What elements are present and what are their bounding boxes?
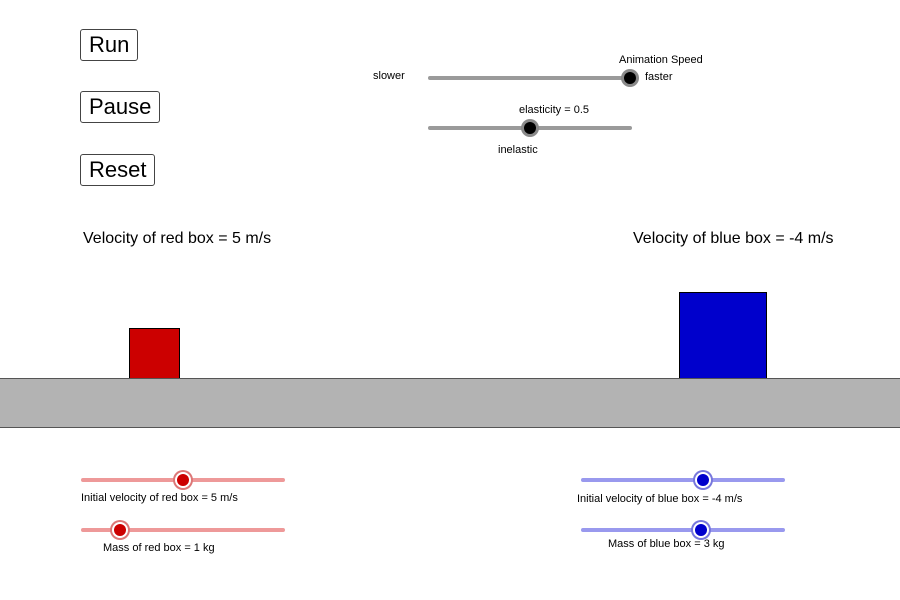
elasticity-slider-handle[interactable] [524,122,536,134]
red-mass-slider-handle[interactable] [113,524,126,536]
red-mass-slider-label: Mass of red box = 1 kg [103,542,215,554]
animation-speed-min-label: slower [373,70,405,82]
blue-velocity-readout: Velocity of blue box = -4 m/s [633,230,834,247]
blue-mass-slider-track[interactable] [581,528,785,532]
animation-speed-max-label: faster [645,71,673,83]
red-velocity-readout: Velocity of red box = 5 m/s [83,230,272,247]
blue-mass-slider-handle[interactable] [695,524,708,536]
red-mass-slider-track[interactable] [81,528,285,532]
elasticity-label: elasticity = 0.5 [519,104,590,116]
ground-surface [0,378,900,428]
blue-mass-slider-label: Mass of blue box = 3 kg [608,538,725,550]
red-velocity-slider-handle[interactable] [177,474,189,486]
blue-velocity-slider-track[interactable] [581,478,785,482]
run-button[interactable]: Run [80,29,139,61]
blue-velocity-slider-label: Initial velocity of blue box = -4 m/s [577,493,743,505]
red-velocity-slider-label: Initial velocity of red box = 5 m/s [81,492,238,504]
animation-speed-slider-track[interactable] [428,76,630,80]
elasticity-min-label: inelastic [498,144,538,156]
pause-button[interactable]: Pause [80,91,161,123]
blue-velocity-slider-handle[interactable] [697,474,710,486]
red-box [129,328,180,379]
blue-box [679,292,767,379]
reset-button[interactable]: Reset [80,154,156,186]
animation-speed-slider-handle[interactable] [624,72,636,84]
animation-speed-title: Animation Speed [619,54,703,66]
